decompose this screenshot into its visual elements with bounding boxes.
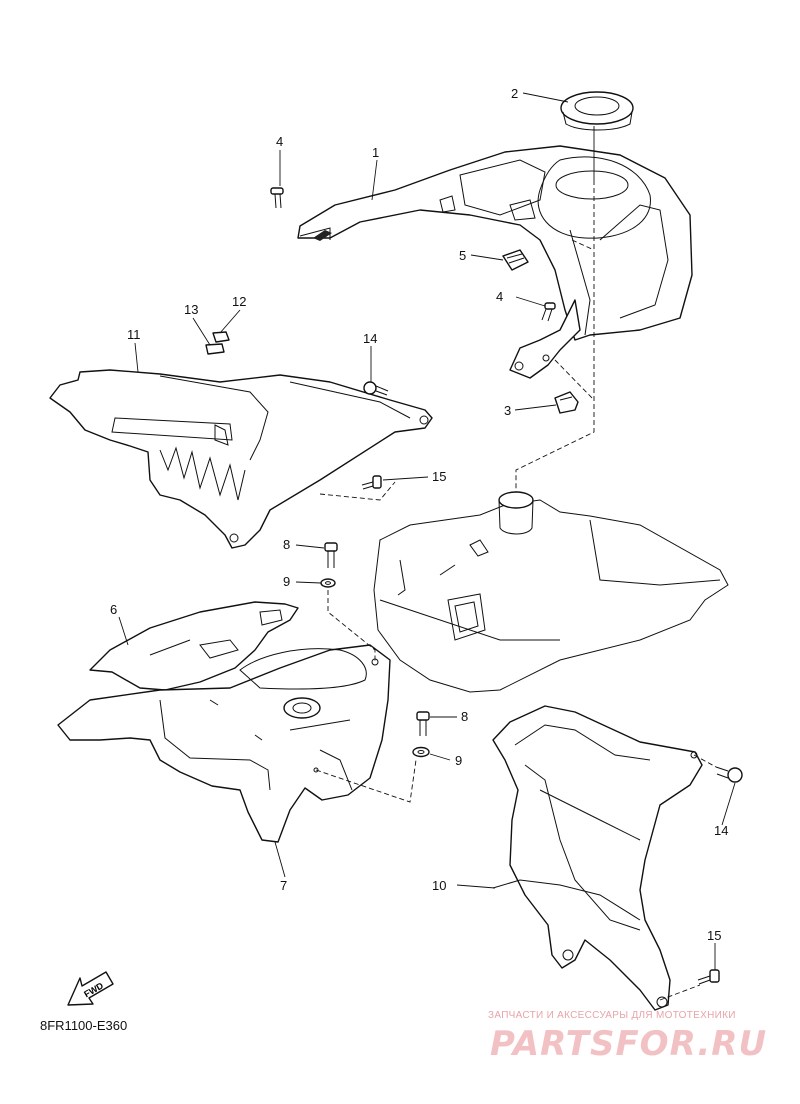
callout-12: 12 (232, 294, 246, 309)
callout-11: 11 (127, 327, 141, 342)
callout-15-upper: 15 (432, 469, 446, 484)
part-pad-12 (212, 331, 230, 343)
callout-13: 13 (184, 302, 198, 317)
part-bolt-8b (416, 711, 430, 736)
callout-14-upper: 14 (363, 331, 377, 346)
callout-2: 2 (511, 86, 518, 101)
callout-8-lower: 8 (461, 709, 468, 724)
callout-1: 1 (372, 145, 379, 160)
callout-5: 5 (459, 248, 466, 263)
part-pad-13 (205, 343, 225, 355)
part-tank-top-cover (297, 145, 693, 341)
part-side-cover-left (49, 369, 433, 549)
callout-10: 10 (432, 878, 446, 893)
part-bolt-4a (270, 187, 284, 209)
leader-lines (118, 92, 736, 970)
part-lower-panel-7 (57, 644, 391, 843)
assembly-dashed-lines (315, 180, 717, 1001)
callout-14-lower: 14 (714, 823, 728, 838)
part-screw-14a (363, 381, 389, 396)
part-filler-grommet (560, 91, 634, 131)
callout-9-upper: 9 (283, 574, 290, 589)
part-screw-14b (715, 766, 743, 783)
callout-6: 6 (110, 602, 117, 617)
part-front-panel-6 (89, 601, 299, 691)
callout-4-upper: 4 (276, 134, 283, 149)
watermark-brand: PARTSFOR.RU (490, 1024, 768, 1064)
part-fuel-tank-outline (373, 491, 729, 693)
part-cover-bracket (509, 299, 581, 379)
part-clip-3 (554, 391, 579, 414)
callout-7: 7 (280, 878, 287, 893)
callout-15-lower: 15 (707, 928, 721, 943)
watermark-tagline: ЗАПЧАСТИ И АКСЕССУАРЫ ДЛЯ МОТОТЕХНИКИ (488, 1010, 736, 1021)
part-screw-15b (697, 969, 720, 985)
part-washer-9b (412, 746, 430, 758)
part-screw-15a (361, 475, 382, 490)
part-bolt-4b (541, 302, 556, 322)
part-side-cover-right (492, 705, 703, 1011)
part-bolt-8a (324, 542, 338, 568)
callout-3: 3 (504, 403, 511, 418)
fwd-direction-arrow: FWD (67, 971, 114, 1006)
callout-4-lower: 4 (496, 289, 503, 304)
callout-labels: 1 2 3 4 4 5 6 7 8 8 9 9 10 11 12 13 14 1… (110, 86, 728, 943)
part-damper-5 (502, 249, 529, 271)
callout-9-lower: 9 (455, 753, 462, 768)
part-washer-9a (320, 578, 336, 588)
callout-8-upper: 8 (283, 537, 290, 552)
drawing-code: 8FR1100-E360 (40, 1018, 128, 1033)
